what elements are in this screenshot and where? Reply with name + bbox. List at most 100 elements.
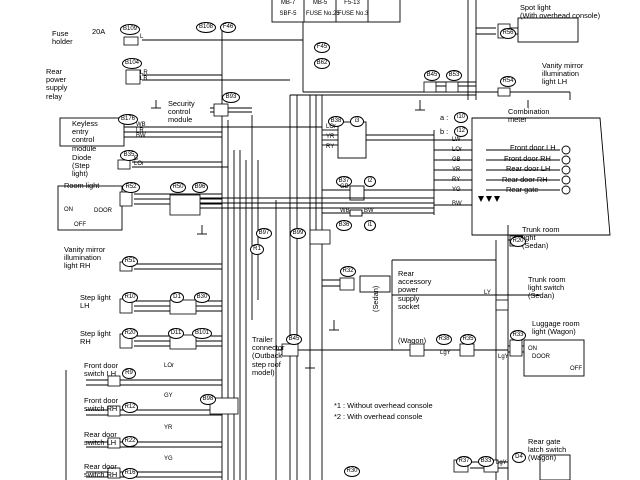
label-rear-accessory-socket: Rear accessory power supply socket (398, 269, 432, 311)
connector-r10: R10 (122, 292, 138, 303)
connector-r35: R35 (460, 334, 476, 345)
label-rear-door-rh: Rear door RH (502, 175, 548, 184)
connector-b99: B99 (290, 228, 306, 239)
label-front-door-lh: Front door LH (510, 143, 556, 152)
label-note1: *1 : Without overhead console (334, 401, 433, 410)
connector-r12: R12 (122, 402, 138, 413)
wire-code: LgY (496, 460, 507, 466)
label-rear-door-switch-rh: Rear door switch RH (84, 462, 118, 480)
label-front-door-rh: Front door RH (504, 154, 551, 163)
connector-r50: R50 (170, 182, 186, 193)
fuse-cell-6: FUSE No.3 (338, 11, 369, 17)
wire-code: BW (452, 201, 462, 207)
label-front-door-switch-rh: Front door switch RH (84, 396, 119, 414)
connector-b33: B33 (478, 456, 494, 467)
wire-code: YR (326, 134, 335, 140)
connector-b93: B93 (222, 92, 240, 103)
wire-code: LgY (498, 354, 509, 360)
label-meter-b: b : (440, 127, 449, 136)
wire-code: LB (140, 76, 148, 82)
label-keyless: Keyless entry control module (72, 119, 98, 153)
connector-b45-bottom: B45 (286, 334, 302, 345)
label-wagon: (Wagon) (398, 336, 427, 345)
connector-b36: B36 (336, 220, 352, 231)
label-rear-power-relay: Rear power supply relay (46, 67, 68, 101)
connector-r37: R37 (456, 456, 472, 467)
connector-b108: B108 (196, 22, 216, 33)
connector-b104: B104 (122, 58, 142, 69)
wire-code: L (140, 34, 144, 40)
connector-b30: B30 (194, 292, 210, 303)
label-meter-a: a : (440, 113, 449, 122)
label-room-on: ON (64, 207, 73, 213)
fuse-cell-4: SBF-5 (279, 11, 297, 17)
fuse-cell-2: MB-5 (312, 0, 328, 6)
fuse-cell-1: MB-7 (280, 0, 296, 6)
connector-r20-right: R20 (510, 236, 526, 247)
connector-b38: B38 (328, 116, 344, 127)
label-step-light-lh: Step light LH (80, 293, 111, 311)
connector-b176: B176 (118, 114, 138, 125)
connector-i12: i12 (454, 126, 468, 137)
connector-i3: i3 (350, 116, 364, 127)
label-lug-off: OFF (570, 366, 582, 372)
connector-r30: R30 (344, 466, 360, 477)
connector-d4: D4 (512, 452, 526, 463)
wire-code: LW (452, 137, 461, 143)
label-security-module: Security control module (168, 99, 195, 125)
label-rear-gate-latch-switch: Rear gate latch switch (Wagon) (528, 437, 567, 463)
label-step-light-rh: Step light RH (80, 329, 111, 347)
connector-r51: R51 (122, 256, 138, 267)
connector-r32: R32 (340, 266, 356, 277)
wire-code: B (134, 156, 139, 162)
connector-b35: B35 (120, 150, 138, 161)
connector-r22: R22 (122, 436, 138, 447)
connector-b109: B109 (120, 24, 140, 35)
connector-r54: R54 (500, 76, 516, 87)
wire-code: LY (484, 290, 491, 296)
label-diode: Diode (Step light) (72, 153, 92, 179)
wire-code: GB (452, 157, 461, 163)
label-fuse-holder: Fuse holder (52, 29, 73, 47)
connector-i10: i10 (454, 112, 468, 123)
label-rear-door-switch-lh: Rear door switch LH (84, 430, 117, 448)
wire-code: LOr (164, 363, 175, 369)
connector-i2: i2 (364, 176, 376, 187)
wire-code: BW (364, 208, 374, 214)
connector-r16: R16 (122, 468, 138, 479)
label-lug-on: ON (528, 346, 537, 352)
label-trunk-room-switch: Trunk room light switch (Sedan) (528, 275, 566, 301)
connector-b62: B62 (314, 58, 330, 69)
connector-r33: R33 (510, 330, 526, 341)
label-lug-door: DOOR (532, 354, 550, 360)
connector-r1: R1 (250, 244, 264, 255)
wire-code: YG (452, 187, 461, 193)
fuse-cell-3: F5-13 (344, 0, 360, 6)
label-trunk-room-light: Trunk room light (Sedan) (522, 225, 560, 251)
connector-f45: F45 (314, 42, 330, 53)
connector-b45: B45 (424, 70, 440, 81)
label-fuse-20a: 20A (92, 27, 106, 36)
connector-b53: B53 (446, 70, 462, 81)
wire-code: WB (136, 122, 146, 128)
connector-r52: R52 (122, 182, 140, 193)
label-combination-meter: Combination meter (508, 107, 550, 125)
wire-code: RY (452, 177, 461, 183)
wire-code: LR (140, 70, 148, 76)
label-room-door: DOOR (94, 208, 112, 214)
wire-code: YR (452, 167, 461, 173)
connector-b98: B98 (200, 394, 216, 405)
connector-b37: B37 (336, 176, 352, 187)
label-room-light: Room light (64, 181, 100, 190)
label-vanity-rh: Vanity mirror illumination light RH (64, 245, 106, 271)
label-sedan: (Sedan) (371, 285, 380, 312)
connector-d1: D1 (170, 292, 184, 303)
wire-code: LOr (326, 124, 337, 130)
connector-r56: R56 (500, 28, 516, 39)
wire-code: LgY (440, 350, 451, 356)
wire-code: WB (340, 208, 350, 214)
label-luggage-room-light: Luggage room light (Wagon) (532, 319, 580, 337)
wire-code: LOr (134, 161, 145, 167)
label-note2: *2 : With overhead console (334, 412, 423, 421)
wire-code: GY (164, 393, 173, 399)
